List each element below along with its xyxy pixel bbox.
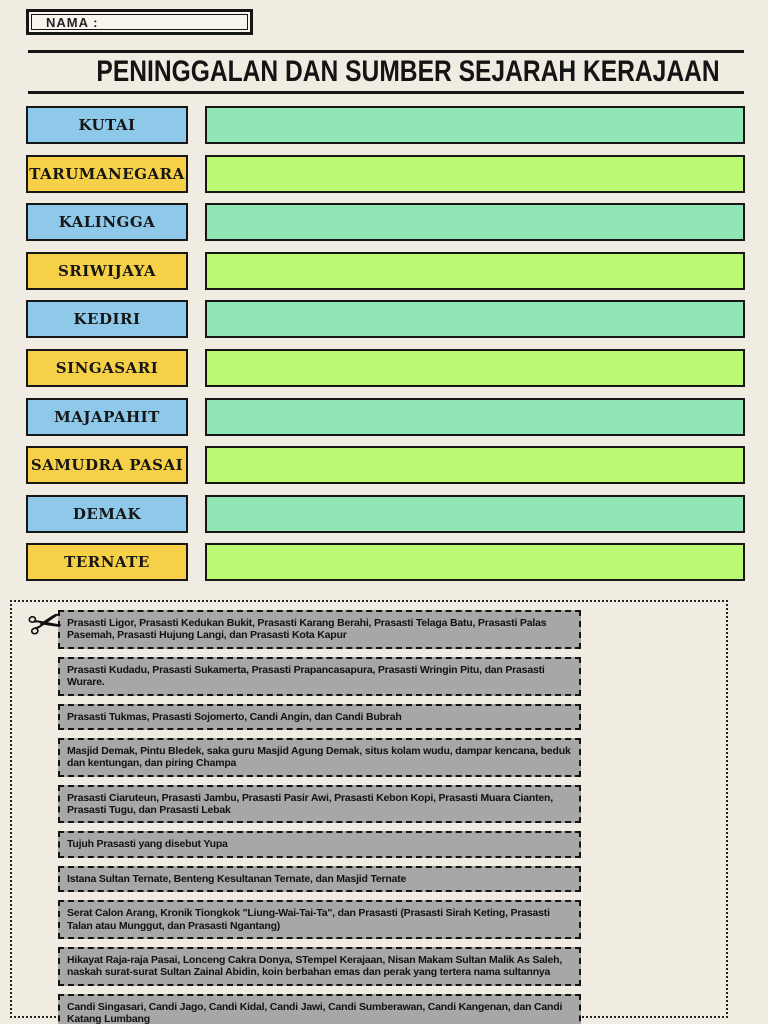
answer-cards-list: Prasasti Ligor, Prasasti Kedukan Bukit, … — [58, 610, 581, 1024]
kingdom-label-kediri: KEDIRI — [26, 300, 188, 339]
answer-box-ternate[interactable] — [205, 543, 745, 582]
row-kalingga: KALINGGA — [26, 203, 745, 242]
answer-box-kutai[interactable] — [205, 106, 745, 144]
answer-box-majapahit[interactable] — [205, 397, 745, 436]
answer-card-tarumanegara-items[interactable]: Prasasti Ciaruteun, Prasasti Jambu, Pras… — [58, 784, 581, 824]
answer-card-samudra-pasai-items[interactable]: Hikayat Raja-raja Pasai, Lonceng Cakra D… — [58, 946, 581, 986]
answer-card-ternate-items[interactable]: Istana Sultan Ternate, Benteng Kesultana… — [58, 865, 581, 893]
kingdom-label-samudra-pasai: SAMUDRA PASAI — [26, 446, 188, 485]
row-kediri: KEDIRI — [26, 300, 745, 339]
answer-box-singasari[interactable] — [205, 348, 745, 387]
answer-card-sriwijaya-items[interactable]: Prasasti Ligor, Prasasti Kedukan Bukit, … — [58, 610, 581, 649]
answer-box-sriwijaya[interactable] — [205, 251, 745, 290]
title-rule-top — [28, 50, 744, 53]
answer-card-majapahit-items[interactable]: Prasasti Kudadu, Prasasti Sukamerta, Pra… — [58, 656, 581, 696]
kingdom-label-tarumanegara: TARUMANEGARA — [26, 154, 188, 193]
title-rule-bottom — [28, 91, 744, 94]
answer-box-demak[interactable] — [205, 494, 745, 533]
scissors-icon: ✂ — [23, 596, 68, 651]
answer-card-kediri-items[interactable]: Serat Calon Arang, Kronik Tiongkok "Liun… — [58, 900, 581, 939]
kingdom-label-demak: DEMAK — [26, 494, 188, 533]
name-field-inner: NAMA : — [31, 14, 248, 30]
row-demak: DEMAK — [26, 494, 745, 533]
row-majapahit: MAJAPAHIT — [26, 397, 745, 436]
answer-card-demak-items[interactable]: Masjid Demak, Pintu Bledek, saka guru Ma… — [58, 737, 581, 777]
title-block: PENINGGALAN DAN SUMBER SEJARAH KERAJAAN — [28, 50, 744, 94]
answer-card-kutai-items[interactable]: Tujuh Prasasti yang disebut Yupa — [58, 831, 581, 858]
cut-out-section: ✂ Prasasti Ligor, Prasasti Kedukan Bukit… — [10, 596, 728, 1024]
answer-card-kalingga-items[interactable]: Prasasti Tukmas, Prasasti Sojomerto, Can… — [58, 703, 581, 730]
answer-box-tarumanegara[interactable] — [205, 154, 745, 193]
row-singasari: SINGASARI — [26, 348, 745, 387]
kingdom-label-kalingga: KALINGGA — [26, 203, 188, 242]
answer-card-singasari-items[interactable]: Candi Singasari, Candi Jago, Candi Kidal… — [58, 993, 581, 1024]
name-label: NAMA : — [46, 14, 99, 30]
kingdom-label-kutai: KUTAI — [26, 106, 188, 144]
row-ternate: TERNATE — [26, 543, 745, 582]
row-kutai: KUTAI — [26, 106, 745, 144]
answer-box-kediri[interactable] — [205, 300, 745, 339]
kingdom-label-singasari: SINGASARI — [26, 348, 188, 387]
kingdom-label-sriwijaya: SRIWIJAYA — [26, 251, 188, 290]
answer-box-samudra-pasai[interactable] — [205, 446, 745, 485]
answer-box-kalingga[interactable] — [205, 203, 745, 242]
page-title: PENINGGALAN DAN SUMBER SEJARAH KERAJAAN — [96, 55, 720, 88]
name-field-box[interactable]: NAMA : — [26, 9, 253, 35]
row-tarumanegara: TARUMANEGARA — [26, 154, 745, 193]
kingdom-label-majapahit: MAJAPAHIT — [26, 397, 188, 436]
kingdom-label-ternate: TERNATE — [26, 543, 188, 582]
row-sriwijaya: SRIWIJAYA — [26, 251, 745, 290]
row-samudra-pasai: SAMUDRA PASAI — [26, 446, 745, 485]
matching-rows: KUTAI TARUMANEGARA KALINGGA SRIWIJAYA KE… — [26, 106, 745, 582]
